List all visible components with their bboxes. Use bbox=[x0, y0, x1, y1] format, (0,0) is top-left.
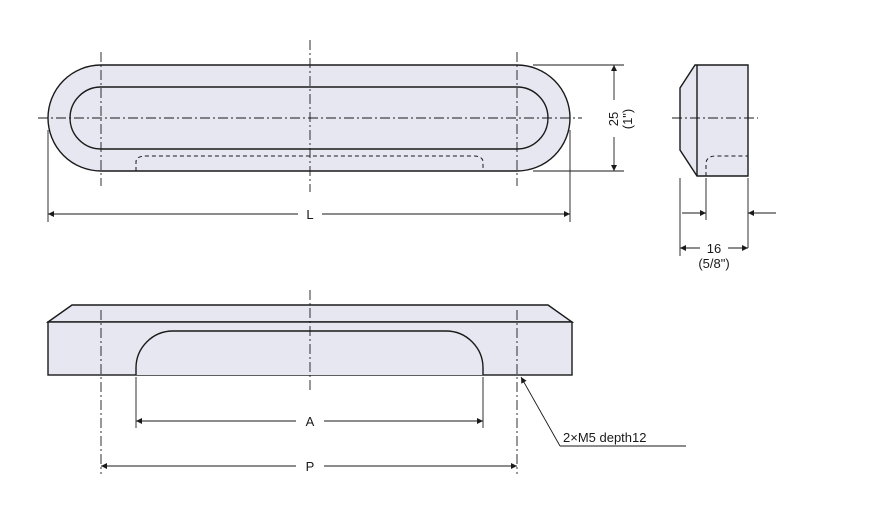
hole-spacing-dimension: A bbox=[135, 377, 484, 429]
outer-depth-dimension: 16 (5/8") bbox=[679, 178, 748, 271]
outer-depth-in-label: (5/8") bbox=[698, 256, 729, 271]
outer-depth-mm-label: 16 bbox=[707, 241, 721, 256]
height-in-label: (1") bbox=[620, 109, 635, 130]
thread-callout: 2×M5 depth12 bbox=[520, 376, 686, 447]
length-dimension: L bbox=[47, 130, 571, 222]
side-view: 16 (5/8") bbox=[672, 64, 776, 271]
thread-callout-label: 2×M5 depth12 bbox=[563, 430, 646, 445]
inner-depth-dimension bbox=[682, 178, 776, 248]
pitch-dimension: P bbox=[101, 459, 517, 474]
hole-spacing-label: A bbox=[306, 414, 315, 429]
side-outline bbox=[679, 64, 749, 177]
pitch-label: P bbox=[306, 459, 315, 474]
length-label: L bbox=[306, 207, 313, 222]
front-hidden-pocket bbox=[135, 155, 484, 171]
height-dimension: 25 (1") bbox=[533, 64, 635, 172]
front-view: L 25 (1") bbox=[38, 40, 635, 222]
bottom-view: A P 2×M5 depth12 bbox=[45, 290, 686, 474]
bottom-grip-cutout bbox=[135, 330, 484, 375]
height-mm-label: 25 bbox=[606, 112, 621, 126]
